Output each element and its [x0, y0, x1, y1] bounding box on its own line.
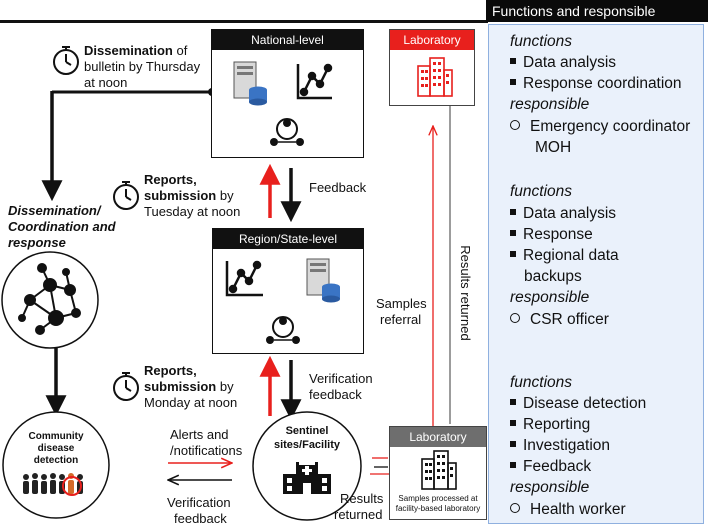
alerts-label-1: Alerts and [170, 427, 229, 442]
reports-note-2-bold: submission [144, 379, 217, 394]
national-icons [233, 61, 333, 146]
panel-title: Functions and responsible [486, 0, 708, 22]
server-icon [306, 258, 340, 303]
reports-note-2-line2: submission by [144, 379, 234, 395]
building-icon [421, 450, 457, 490]
dissemination-coordination-3: response [8, 235, 66, 250]
function-item: Response coordination [510, 73, 682, 94]
network-icon [18, 263, 81, 335]
results-returned-bottom-2: returned [334, 507, 383, 522]
region-level-box: Region/State-level [212, 228, 364, 354]
verification-feedback-label-1: Verification [309, 371, 373, 386]
reports-note-2-rest: by [216, 379, 234, 394]
line-chart-icon [225, 260, 263, 297]
dissemination-rest-1: of [172, 43, 188, 58]
function-item: Feedback [510, 456, 591, 477]
function-item: Response [510, 224, 593, 245]
responsible-item: Emergency coordinator [510, 116, 690, 137]
results-returned-vertical: Results returned [458, 245, 473, 341]
laboratory-top-box: Laboratory [389, 29, 475, 106]
reports-note-1-bold: submission [144, 188, 217, 203]
team-icon [270, 118, 304, 146]
dissemination-note-2: bulletin by Thursday [84, 59, 201, 74]
lab-caption-1: Samples processed at [398, 494, 478, 503]
people-icon [23, 473, 83, 496]
responsible-item: CSR officer [510, 309, 609, 330]
function-item: Regional data [510, 245, 619, 266]
function-item: Investigation [510, 435, 610, 456]
functions-label: functions [510, 374, 573, 391]
region-level-title: Region/State-level [213, 229, 363, 249]
stopwatch-icon [113, 372, 139, 401]
reports-note-1-line2: submission by [144, 188, 234, 204]
stopwatch-icon [113, 181, 139, 210]
building-icon [417, 57, 453, 97]
team-icon [266, 316, 300, 344]
responsible-item-cont: MOH [535, 139, 572, 156]
reports-note-1-line3: Tuesday at noon [144, 204, 241, 219]
samples-referral-1: Samples [376, 296, 427, 311]
laboratory-bottom-title: Laboratory [390, 427, 486, 447]
responsible-label: responsible [510, 479, 590, 496]
line-chart-icon [296, 63, 333, 100]
function-item: Data analysis [510, 203, 616, 224]
dissemination-coordination-2: Coordination and [8, 219, 116, 234]
functions-label: functions [510, 183, 573, 200]
verification-left-label-2: feedback [174, 511, 227, 526]
dissemination-note-3: at noon [84, 75, 128, 90]
results-returned-bottom-1: Results [340, 491, 384, 506]
function-item: Reporting [510, 414, 590, 435]
top-rule [0, 20, 488, 23]
sentinel-label-1: Sentinel [285, 425, 329, 437]
alerts-label-2: /notifications [170, 443, 243, 458]
laboratory-top-title: Laboratory [390, 30, 474, 50]
feedback-label: Feedback [309, 180, 367, 195]
community-label-3: detection [33, 455, 79, 466]
national-level-title: National-level [212, 30, 363, 50]
samples-referral-2: referral [380, 312, 422, 327]
community-label-1: Community [28, 431, 84, 442]
verification-left-label-1: Verification [167, 495, 231, 510]
function-item: Data analysis [510, 52, 616, 73]
function-item: Disease detection [510, 393, 646, 414]
responsible-item: Health worker [510, 499, 626, 520]
dissemination-bold: Dissemination [84, 43, 173, 58]
region-icons [225, 258, 340, 344]
lab-caption-2: facility-based laboratory [395, 504, 481, 513]
responsible-label: responsible [510, 96, 590, 113]
reports-note-2-line1: Reports, [144, 363, 197, 378]
hospital-icon [283, 462, 331, 494]
laboratory-bottom-box: Laboratory Samples processed at facility… [389, 426, 487, 520]
national-level-box: National-level [211, 29, 364, 158]
dissemination-coordination-1: Dissemination/ [8, 203, 101, 218]
reports-note-1-line1: Reports, [144, 172, 197, 187]
stopwatch-icon [53, 46, 79, 75]
responsible-label: responsible [510, 289, 590, 306]
sentinel-label-2: sites/Facility [273, 439, 341, 451]
community-label-2: disease [37, 443, 75, 454]
functions-label: functions [510, 33, 573, 50]
network-circle [1, 251, 99, 349]
reports-note-2-line3: Monday at noon [144, 395, 238, 410]
server-icon [233, 61, 267, 106]
verification-feedback-label-2: feedback [309, 387, 362, 402]
reports-note-1-rest: by [216, 188, 234, 203]
function-item-cont: backups [524, 268, 582, 285]
dissemination-note: Dissemination of [84, 43, 187, 59]
